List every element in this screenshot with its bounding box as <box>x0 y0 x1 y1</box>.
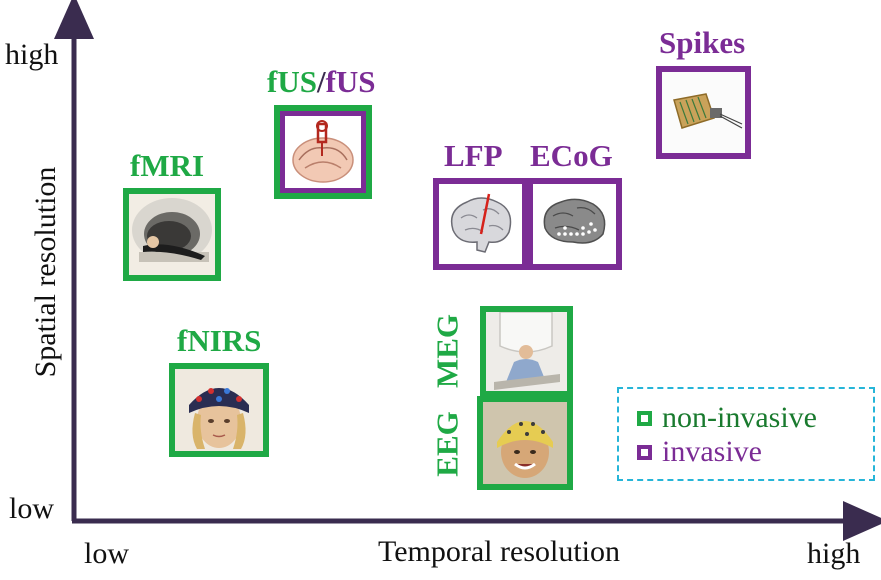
legend-item-non-invasive: non-invasive <box>637 401 817 435</box>
legend-swatch-non-invasive <box>637 410 652 426</box>
brain-ultrasound-icon <box>285 116 361 188</box>
legend-swatch-invasive <box>637 444 652 460</box>
meg-box <box>480 306 573 397</box>
fus-inner-box <box>280 111 366 193</box>
ecog-grid-icon <box>533 184 616 264</box>
lfp-label: LFP <box>444 138 503 173</box>
fus-label: fUS/fUS <box>267 66 376 97</box>
microelectrode-array-icon <box>662 72 745 153</box>
spikes-label: Spikes <box>659 25 746 60</box>
y-axis-title: Spatial resolution <box>29 166 62 378</box>
eeg-box <box>477 396 573 490</box>
fus-box <box>274 105 372 199</box>
fmri-label: fMRI <box>130 148 205 183</box>
x-axis-title: Temporal resolution <box>378 535 621 568</box>
eeg-label: EEG <box>429 411 465 477</box>
lfp-box <box>433 178 528 270</box>
fnirs-label: fNIRS <box>177 323 262 358</box>
fus-label-slash: / <box>316 64 326 99</box>
fnirs-box <box>169 363 269 457</box>
mri-scanner-icon <box>129 194 215 275</box>
meg-label: MEG <box>429 313 465 389</box>
brain-electrode-icon <box>439 184 522 264</box>
eeg-cap-icon <box>483 402 567 484</box>
y-axis-low-label: low <box>9 492 54 525</box>
fus-label-invasive: fUS <box>325 64 376 99</box>
x-axis-low-label: low <box>84 537 129 570</box>
legend: non-invasive invasive <box>617 387 875 481</box>
legend-item-invasive: invasive <box>637 435 762 469</box>
y-axis-high-label: high <box>5 38 59 71</box>
spikes-box <box>656 66 751 159</box>
legend-label-non-invasive: non-invasive <box>662 401 817 434</box>
legend-label-invasive: invasive <box>662 435 762 468</box>
ecog-label: ECoG <box>530 138 613 173</box>
fmri-box <box>123 188 221 281</box>
meg-scanner-icon <box>486 312 567 391</box>
ecog-box <box>527 178 622 270</box>
x-axis-high-label: high <box>807 537 861 570</box>
fus-label-noninvasive: fUS <box>267 64 317 99</box>
nirs-cap-icon <box>175 369 263 451</box>
